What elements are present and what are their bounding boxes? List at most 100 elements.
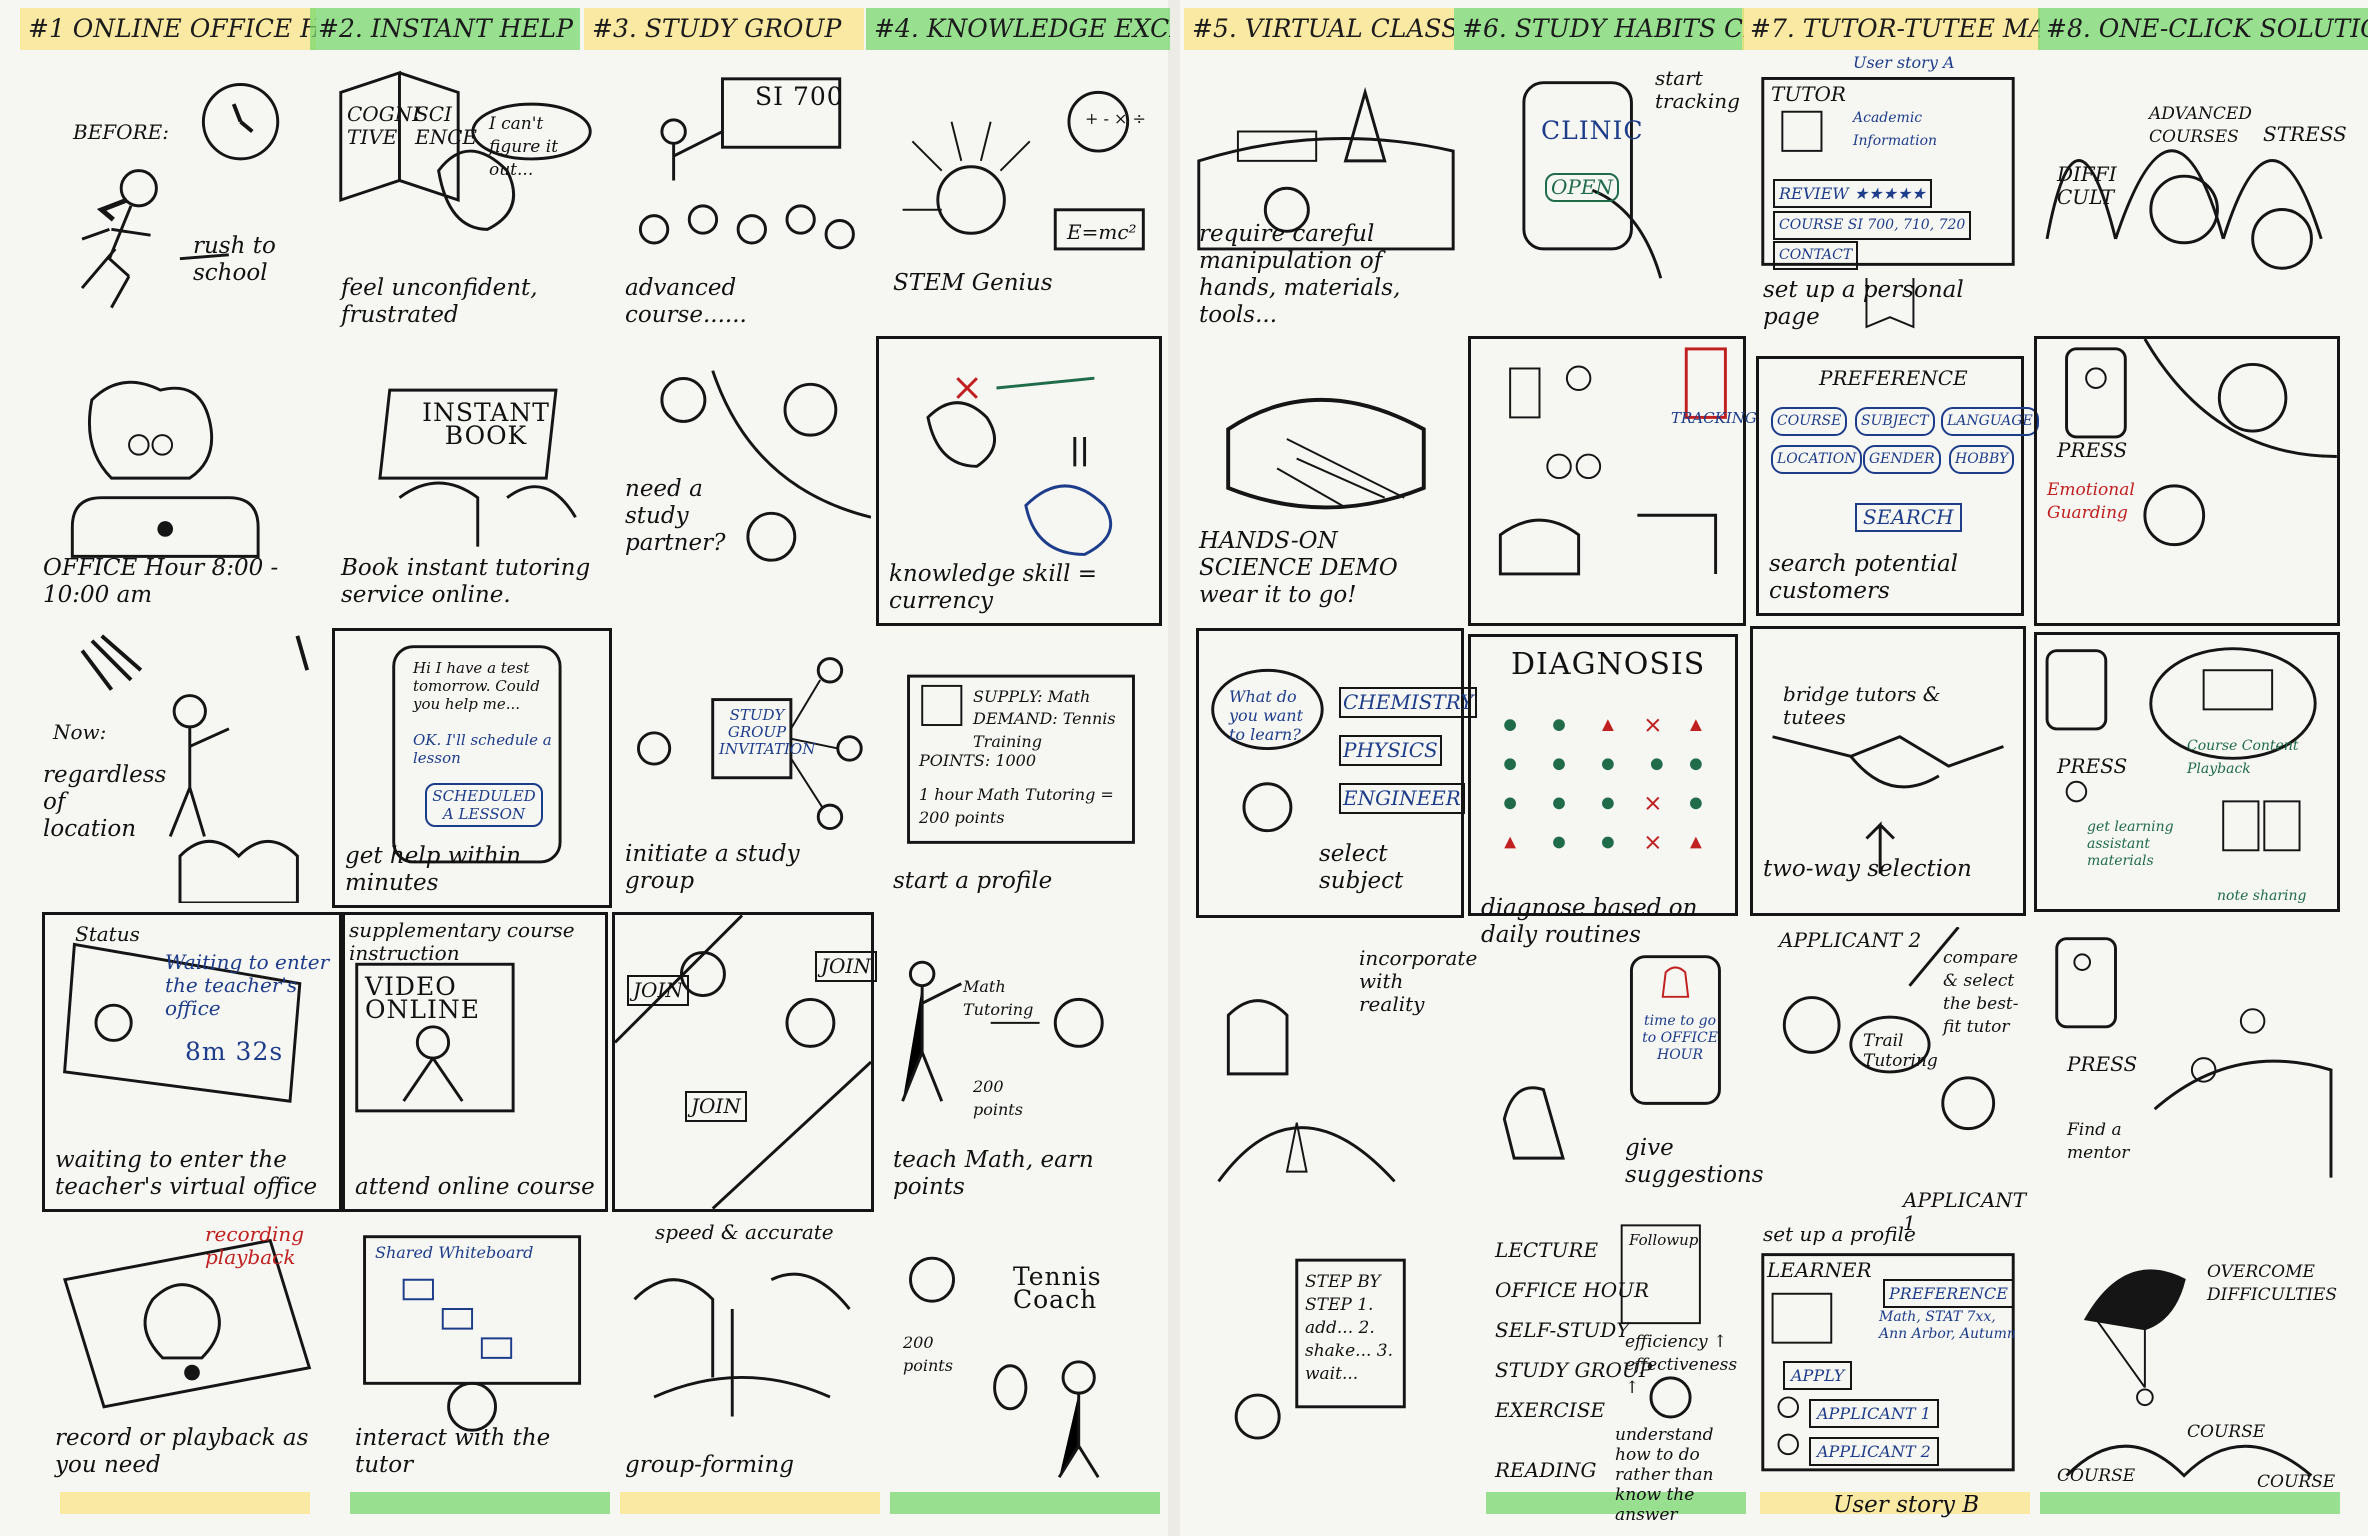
subject-selection-sketch <box>1211 668 1324 833</box>
panel-join-group: JOIN JOIN JOIN <box>612 912 877 1212</box>
caption-two-way-selection: two-way selection <box>1763 856 1972 882</box>
learner-profile-sketch <box>1761 1253 2015 1472</box>
caption-personal-page: set up a personal page <box>1763 277 1964 330</box>
note-applicant-1: APPLICANT 1 <box>1903 1188 2027 1235</box>
applicant-1-entry[interactable]: APPLICANT 1 <box>1809 1399 1939 1428</box>
join-button[interactable]: JOIN <box>685 1091 747 1122</box>
subject-chemistry-button[interactable]: CHEMISTRY <box>1339 687 1478 718</box>
filter-gender-chip[interactable]: GENDER <box>1863 445 1941 474</box>
activity-office-hour: OFFICE HOUR <box>1495 1278 1650 1302</box>
teach-math-sketch <box>901 960 1104 1102</box>
note-course-left: COURSE <box>2057 1466 2136 1486</box>
note-recording-playback: recording playback <box>205 1222 305 1269</box>
scheduled-lesson-badge: SCHEDULED A LESSON <box>425 783 543 827</box>
filter-subject-chip[interactable]: SUBJECT <box>1855 407 1935 436</box>
note-course-content-playback: Course Content Playback <box>2187 738 2299 777</box>
note-user-story-a: User story A <box>1853 53 1955 72</box>
panel-two-way-selection: bridge tutors & tutees two-way selection <box>1750 626 2026 916</box>
note-tracking: TRACKING <box>1671 409 1757 427</box>
course-playback-sketch <box>2045 647 2317 852</box>
note-course-right: COURSE <box>2257 1472 2336 1492</box>
note-tennis-200-points: 200 points <box>903 1333 953 1375</box>
frustrated-student-book-sketch <box>339 70 592 231</box>
note-hour-rate: 1 hour Math Tutoring = 200 points <box>919 785 1114 827</box>
panel-start-profile: SUPPLY: Math DEMAND: Tennis Training POI… <box>880 634 1162 906</box>
header-study-habits-clinic: #6. STUDY HABITS CLINIC <box>1454 8 1744 50</box>
panel-select-subject: What do you want to learn? CHEMISTRY PHY… <box>1196 628 1478 918</box>
panel-compare-applicants: APPLICANT 2 compare & select the best-fi… <box>1750 924 2026 1235</box>
panel-give-suggestions: time to go to OFFICE HOUR give suggestio… <box>1472 940 1764 1212</box>
trial-tutoring-sketch <box>1782 927 1996 1131</box>
clinic-open-button[interactable]: OPEN <box>1545 173 1619 202</box>
stem-genius-sketch <box>902 90 1145 251</box>
subject-physics-button[interactable]: PHYSICS <box>1339 735 1442 766</box>
note-what-to-learn: What do you want to learn? <box>1229 687 1304 744</box>
join-button[interactable]: JOIN <box>815 951 877 982</box>
profile-card-sketch <box>907 674 1135 844</box>
vr-user-lab-sketch <box>1217 999 1396 1183</box>
note-tennis-coach: Tennis Coach <box>1013 1262 1102 1314</box>
laptop-student-sketch <box>70 380 260 558</box>
learner-preference-values: Math, STAT 7xx, Ann Arbor, Autumn <box>1879 1309 2016 1342</box>
note-study-group-invitation: STUDY GROUP INVITATION <box>719 706 816 758</box>
chat-message-student: Hi I have a test tomorrow. Could you hel… <box>413 659 540 713</box>
apply-button[interactable]: APPLY <box>1783 1361 1853 1390</box>
caption-attend-online-course: attend online course <box>355 1174 595 1200</box>
header-study-group: #3. STUDY GROUP <box>584 8 864 50</box>
header-online-office-hour: #1 ONLINE OFFICE HOUR <box>20 8 316 50</box>
note-press: PRESS <box>2057 754 2128 778</box>
filter-location-chip[interactable]: LOCATION <box>1771 445 1863 474</box>
panel-learner-profile: set up a profile LEARNER PREFERENCE Math… <box>1750 1218 2026 1528</box>
caption-get-help-minutes: get help within minutes <box>345 843 521 896</box>
join-button[interactable]: JOIN <box>627 975 689 1006</box>
note-demand: DEMAND: Tennis Training <box>973 709 1116 751</box>
filter-course-chip[interactable]: COURSE <box>1771 407 1848 436</box>
note-find-mentor: Find a mentor <box>2067 1120 2130 1163</box>
caption-group-forming: group-forming <box>625 1452 794 1478</box>
chat-message-tutor: OK. I'll schedule a lesson <box>413 731 552 767</box>
caption-office-hour: OFFICE Hour 8:00 - 10:00 am <box>43 555 279 608</box>
vr-headset-sketch <box>1226 398 1426 510</box>
note-speed-accurate: speed & accurate <box>655 1220 834 1244</box>
panel-preference-search: PREFERENCE COURSE SUBJECT LANGUAGE LOCAT… <box>1756 356 2039 616</box>
note-now: Now: <box>53 720 107 744</box>
panel-feel-frustrated: COGNI TIVE SCI ENCE I can't figure it ou… <box>328 60 604 340</box>
panel-difficulties-stress: DIFFI CULT ADVANCED COURSES STRESS <box>2034 40 2347 330</box>
subject-engineer-button[interactable]: ENGINEER <box>1339 783 1465 814</box>
course-list: COURSE SI 700, 710, 720 <box>1773 211 1972 240</box>
filter-hobby-chip[interactable]: HOBBY <box>1949 445 2015 474</box>
activity-list-sketch <box>1620 1224 1701 1419</box>
search-button[interactable]: SEARCH <box>1855 503 1962 532</box>
panel-video-online: supplementary course instruction VIDEO O… <box>342 912 608 1212</box>
panel-shared-whiteboard: Shared Whiteboard interact with the tuto… <box>342 1218 608 1490</box>
whiteboard-sketch <box>363 1235 582 1432</box>
panel-incorporate-reality: incorporate with reality <box>1196 924 1477 1212</box>
caption-knowledge-currency: knowledge skill = currency <box>889 561 1098 614</box>
caption-rush-to-school: rush to school <box>193 233 276 286</box>
note-math-tutoring: Math Tutoring <box>963 977 1034 1019</box>
panel-now-regardless-of-location: Now: regardless of location <box>30 628 330 906</box>
note-difficult: DIFFI CULT <box>2057 162 2117 209</box>
note-before: BEFORE: <box>73 120 169 144</box>
waiting-screen-sketch <box>63 942 302 1103</box>
note-si-700: SI 700 <box>755 82 844 111</box>
panel-teach-earn-points: Math Tutoring 200 points teach Math, ear… <box>880 912 1162 1212</box>
applicant-2-entry[interactable]: APPLICANT 2 <box>1809 1437 1939 1466</box>
caption-regardless-of-location: regardless of location <box>43 762 167 842</box>
panel-activity-list: LECTURE OFFICE HOUR SELF-STUDY STUDY GRO… <box>1472 1218 1742 1528</box>
header-instant-help: #2. INSTANT HELP <box>310 8 580 50</box>
caption-search-customers: search potential customers <box>1769 551 1959 604</box>
filter-language-chip[interactable]: LANGUAGE <box>1941 407 2039 436</box>
note-academic-information: Academic Information <box>1853 110 1938 149</box>
note-compare-select: compare & select the best-fit tutor <box>1943 948 2019 1037</box>
note-supply: SUPPLY: Math <box>973 687 1091 706</box>
note-diagnosis: DIAGNOSIS <box>1511 647 1706 682</box>
header-knowledge-exchange: #4. KNOWLEDGE EXCHANGE <box>866 8 1170 50</box>
suggestion-phone-sketch <box>1502 955 1721 1160</box>
contact-field[interactable]: CONTACT <box>1773 241 1859 270</box>
video-online-sketch <box>355 962 515 1113</box>
caption-select-subject: select subject <box>1319 841 1404 894</box>
left-storyboard-sheet: #1 ONLINE OFFICE HOUR #2. INSTANT HELP #… <box>0 0 1170 1536</box>
note-cognitive: COGNI TIVE <box>347 102 421 149</box>
lab-student-sketch <box>1197 87 1455 251</box>
